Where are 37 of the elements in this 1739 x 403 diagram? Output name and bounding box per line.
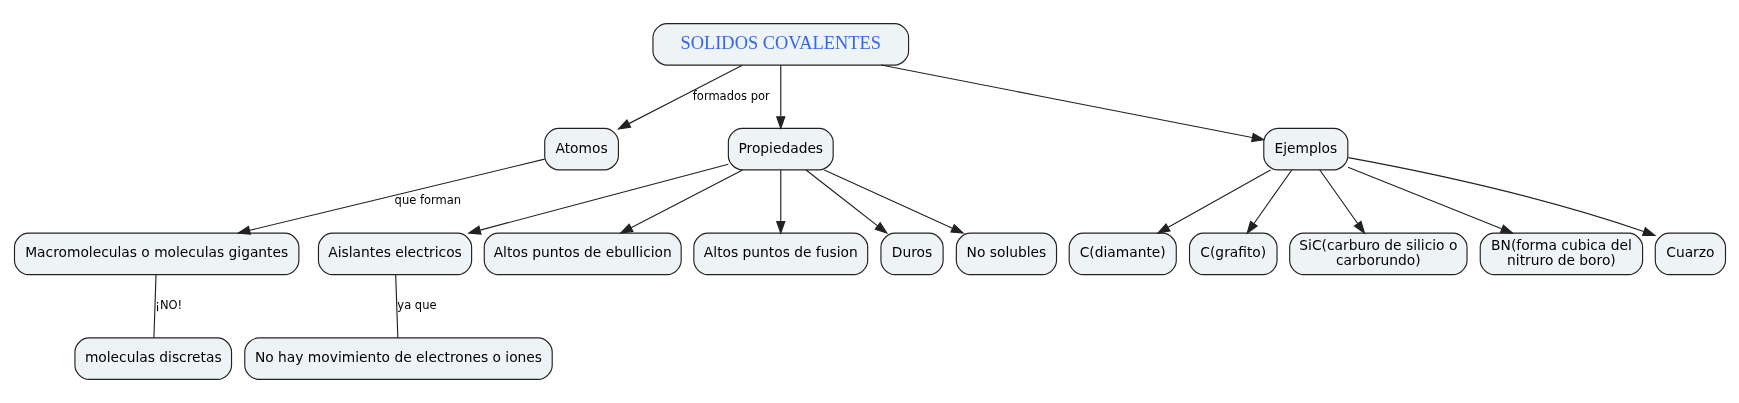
- arrow: [775, 64, 786, 130]
- node-box: Duros: [879, 232, 944, 276]
- connector: [394, 274, 398, 339]
- node-box: Propiedades: [727, 127, 834, 171]
- node-box: Aislantes electricos: [317, 232, 472, 276]
- arrow: [236, 158, 545, 235]
- node-box: Altos puntos de fusion: [692, 232, 868, 276]
- arrow: [1347, 157, 1656, 236]
- arrow: [805, 169, 888, 235]
- node-box: moleculas discretas: [73, 337, 232, 380]
- node-box: SiC(carburo de silicio o carborundo): [1288, 232, 1468, 276]
- node-box: BN(forma cubica del nitruro de boro): [1479, 232, 1643, 276]
- node-box: Cuarzo: [1654, 232, 1726, 276]
- node-box: SOLIDOS COVALENTES: [651, 23, 909, 66]
- node-box: C(grafito): [1188, 232, 1278, 276]
- arrow: [616, 64, 743, 130]
- node-box: Altos puntos de ebullicion: [483, 232, 682, 276]
- arrow: [1346, 166, 1514, 234]
- node-box: C(diamante): [1068, 232, 1177, 276]
- arrow: [880, 64, 1265, 143]
- node-box: No solubles: [955, 232, 1057, 276]
- edge-label: ya que: [396, 298, 436, 313]
- arrow: [1318, 169, 1365, 235]
- node-box: Atomos: [543, 127, 619, 171]
- edge-label: ¡NO!: [154, 298, 182, 313]
- arrow: [823, 169, 965, 234]
- arrow: [775, 169, 786, 235]
- edge-label: formados por: [692, 88, 770, 103]
- node-box: Macromoleculas o moleculas gigantes: [13, 232, 299, 276]
- edge-label: que forman: [394, 193, 461, 208]
- arrow: [1245, 169, 1292, 235]
- arrow: [618, 169, 743, 234]
- node-box: No hay movimiento de electrones o iones: [243, 337, 553, 380]
- arrow: [466, 163, 729, 235]
- arrow: [1155, 169, 1271, 234]
- connector: [152, 274, 157, 339]
- node-box: Ejemplos: [1262, 127, 1348, 171]
